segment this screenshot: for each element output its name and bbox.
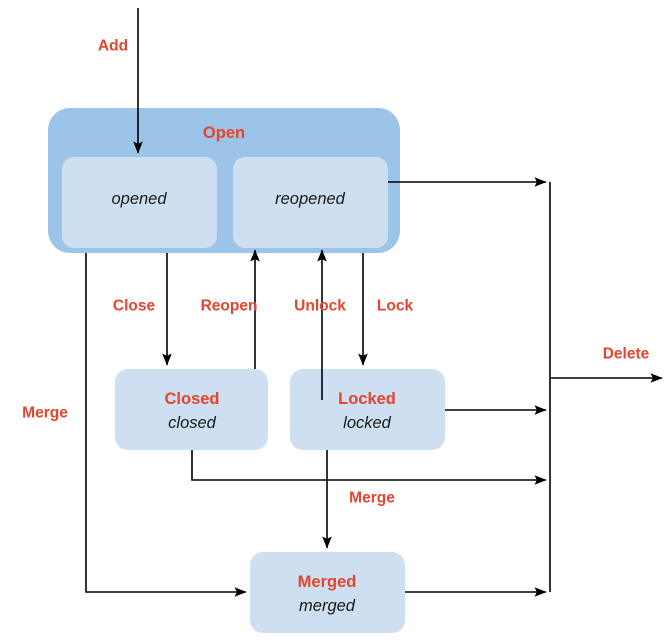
- edge-label-lock: Lock: [376, 297, 414, 315]
- edge-label-merge-left: Merge: [22, 404, 68, 422]
- state-opened-rect[interactable]: [62, 157, 217, 248]
- edge-label-close: Close: [112, 297, 156, 315]
- edge-label-reopen: Reopen: [200, 297, 258, 315]
- state-reopened-rect[interactable]: [233, 157, 388, 248]
- state-locked-code: locked: [343, 413, 391, 432]
- state-merged-rect[interactable]: [250, 552, 405, 633]
- edge-open-to-merged: [85, 253, 247, 597]
- edge-label-delete: Delete: [602, 345, 650, 363]
- state-locked-rect[interactable]: [290, 369, 445, 450]
- state-opened-code: opened: [111, 189, 167, 208]
- edge-label-unlock: Unlock: [294, 297, 346, 315]
- edge-closed-to-deleted: [191, 450, 547, 485]
- state-reopened-code: reopened: [275, 189, 345, 208]
- edge-label-add: Add: [97, 37, 129, 55]
- state-closed-code: closed: [168, 413, 216, 432]
- state-locked-label: Locked: [338, 389, 396, 408]
- state-closed-label: Closed: [164, 389, 220, 408]
- state-merged-label: Merged: [297, 572, 357, 591]
- state-closed-rect[interactable]: [115, 369, 268, 450]
- state-merged-code: merged: [299, 596, 355, 615]
- edge-label-merge-center: Merge: [349, 489, 395, 507]
- group-open-label: Open: [202, 123, 246, 142]
